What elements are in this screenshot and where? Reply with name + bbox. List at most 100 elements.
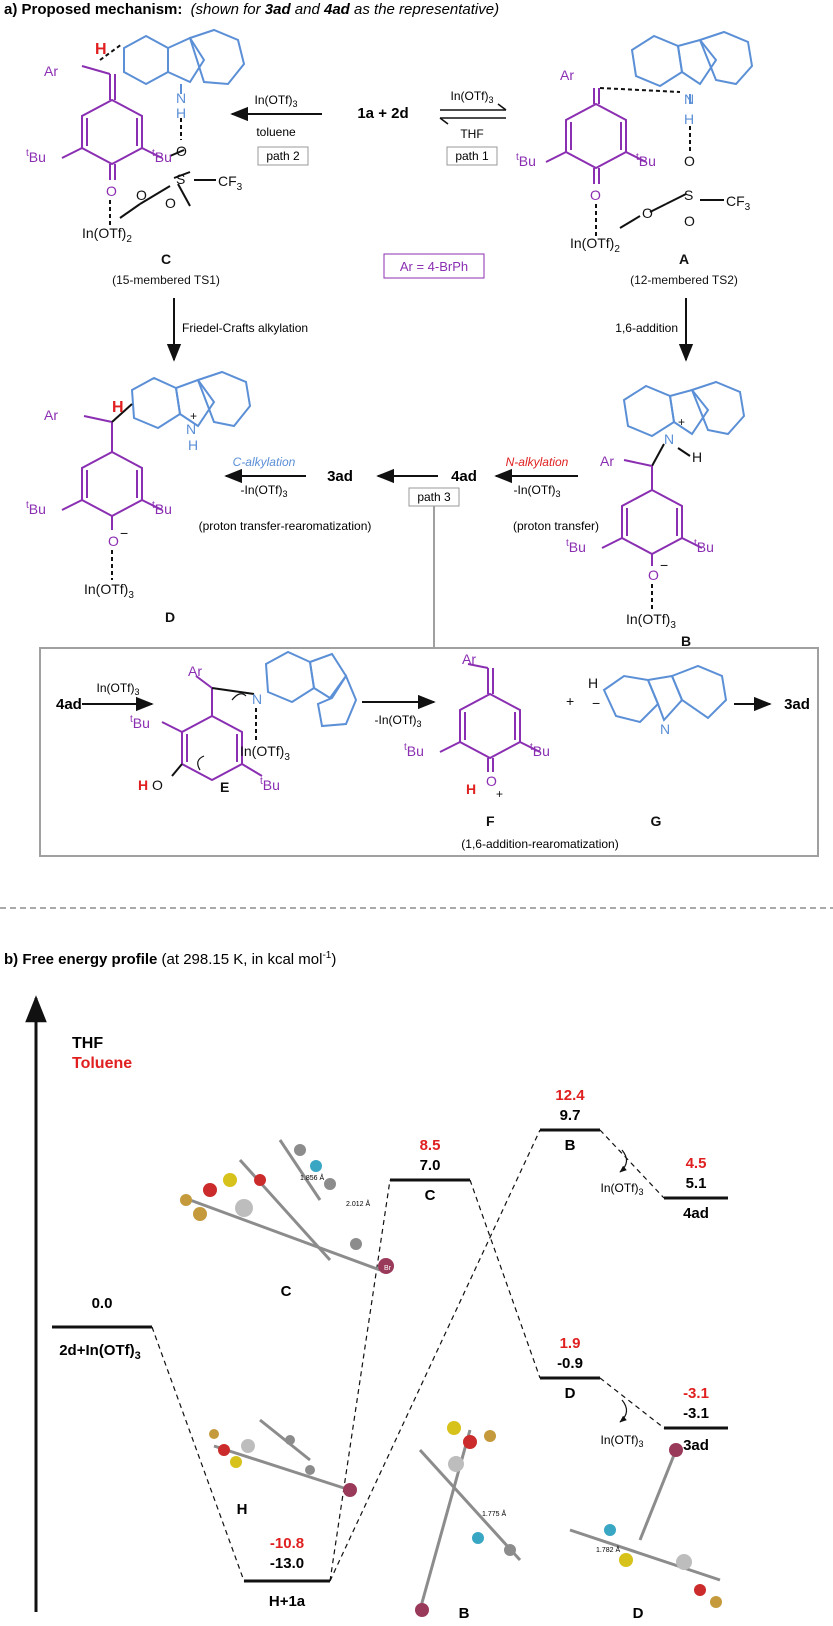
cat-release-1: In(OTf)3 [600, 1181, 643, 1197]
atom-H: H [692, 449, 702, 465]
label-G: G [651, 813, 662, 829]
atom-O: O [590, 187, 601, 203]
tbu-left: tBu [26, 148, 46, 165]
structure-B [601, 380, 746, 610]
minus-sign: − [660, 557, 668, 573]
path2-label: path 2 [266, 149, 300, 163]
energy-levels [52, 1128, 728, 1583]
cat-right: In(OTf)3 [450, 89, 493, 105]
model-C: 1.856 Å 2.012 Å Br C [180, 1139, 394, 1300]
path1-label: path 1 [455, 149, 489, 163]
final-3ad: 3ad [784, 696, 810, 713]
vertical-arrows: Friedel-Crafts alkylation 1,6-addition [166, 298, 694, 362]
label-C: C [161, 251, 171, 267]
value-4ad-thf: 5.1 [686, 1175, 707, 1192]
dist-C-1: 1.856 Å [300, 1173, 324, 1182]
atom-O: O [648, 567, 659, 583]
path1-box [446, 146, 498, 166]
product-4ad: 4ad [451, 468, 477, 485]
atom-O: O [108, 533, 119, 549]
structure-C [61, 28, 246, 228]
atom-O: O [165, 195, 176, 211]
atom-H: H [588, 675, 598, 691]
cat-left: In(OTf)3 [254, 93, 297, 109]
plus-sign: + [496, 787, 503, 801]
label-A: A [679, 251, 689, 267]
model-D: 1.782 Å D [569, 1443, 722, 1622]
tbu-right: tBu [694, 538, 714, 555]
center-equilibrium: 1a + 2d In(OTf)3 toluene path 2 In(OTf)3… [230, 89, 507, 279]
ts-A-note: (12-membered TS2) [630, 273, 738, 287]
structure-E-labels: Ar N tBu H O tBu In(OTf)3 E [130, 663, 290, 795]
minus-cat-right: -In(OTf)3 [513, 483, 560, 499]
structure-F-labels: Ar tBu tBu O H + F + [404, 651, 574, 829]
atom-O: O [152, 777, 163, 793]
ts-C-note: (15-membered TS1) [112, 273, 220, 287]
model-B: 1.775 Å B [415, 1421, 522, 1622]
atom-O: O [106, 183, 117, 199]
aryl-label: Ar [560, 67, 574, 83]
structure-A [545, 30, 754, 236]
path3-label: path 3 [417, 490, 451, 504]
structure-G-labels: H − N G [588, 675, 670, 829]
energy-values: 0.0 2d+In(OTf)3 -10.8 -13.0 H+1a 8.5 7.0… [59, 1087, 709, 1610]
atom-O: O [684, 153, 695, 169]
reactants: 1a + 2d [357, 105, 408, 122]
model-label-C: C [281, 1283, 292, 1300]
atom-N: N [252, 691, 262, 707]
note-16-addition: (1,6-addition-rearomatization) [461, 837, 618, 851]
value-D-thf: -0.9 [557, 1355, 583, 1372]
atom-N: N [684, 91, 694, 107]
n-alkylation: N-alkylation [506, 455, 569, 469]
label-E: E [220, 779, 229, 795]
structure-A-labels: Ar N H O S O O CF3 tBu tBu O In(OTf)2 A … [516, 67, 751, 287]
dist-C-2: 2.012 Å [346, 1199, 370, 1208]
label-3ad-energy: 3ad [683, 1437, 709, 1454]
dist-D-1: 1.782 Å [596, 1545, 620, 1554]
in-otf3-label: In(OTf)3 [626, 611, 676, 631]
structure-B-labels: N + H Ar tBu tBu O − In(OTf)3 B [566, 415, 714, 649]
label-B: B [681, 633, 691, 649]
aryl-label: Ar [44, 407, 58, 423]
energy-connectors [151, 1129, 665, 1582]
tbu-right: tBu [152, 500, 172, 517]
plus-sign: + [566, 693, 574, 709]
atom-H: H [684, 111, 694, 127]
label-B-energy: B [565, 1137, 576, 1154]
note-rearomatization: (proton transfer-rearomatization) [199, 519, 372, 533]
minus-cat-F: -In(OTf)3 [374, 713, 421, 729]
br-C: Br [384, 1265, 392, 1272]
cat-E: In(OTf)3 [96, 681, 139, 697]
solvent-toluene: toluene [256, 125, 296, 139]
value-B-toluene: 12.4 [555, 1087, 585, 1104]
note-proton-transfer: (proton transfer) [513, 519, 599, 533]
tbu-right: tBu [530, 742, 550, 759]
plus-sign: + [678, 415, 685, 429]
structure-F [439, 663, 541, 772]
atom-O: O [136, 187, 147, 203]
tbu-left: tBu [404, 742, 424, 759]
structure-G [602, 664, 728, 724]
aryl-label: Ar [462, 651, 476, 667]
model-label-B: B [459, 1605, 470, 1622]
reactant-4ad: 4ad [56, 696, 82, 713]
cf3-label: CF3 [218, 173, 243, 193]
label-D: D [165, 609, 175, 625]
catalyst-release: In(OTf)3 In(OTf)3 [600, 1149, 644, 1449]
minus-cat-left: -In(OTf)3 [240, 483, 287, 499]
atom-N: N [664, 431, 674, 447]
in-otf3-label: In(OTf)3 [240, 743, 290, 763]
label-start: 2d+In(OTf)3 [59, 1342, 141, 1362]
value-C-toluene: 8.5 [420, 1137, 441, 1154]
structure-D [61, 370, 252, 580]
dist-B-1: 1.775 Å [482, 1509, 506, 1518]
value-h1a-toluene: -10.8 [270, 1535, 304, 1552]
tbu-left: tBu [516, 152, 536, 169]
aryl-label: Ar [188, 663, 202, 679]
atom-O: O [486, 773, 497, 789]
structure-E [161, 650, 358, 782]
step-friedel-crafts: Friedel-Crafts alkylation [182, 321, 308, 335]
atom-O: O [176, 143, 187, 159]
